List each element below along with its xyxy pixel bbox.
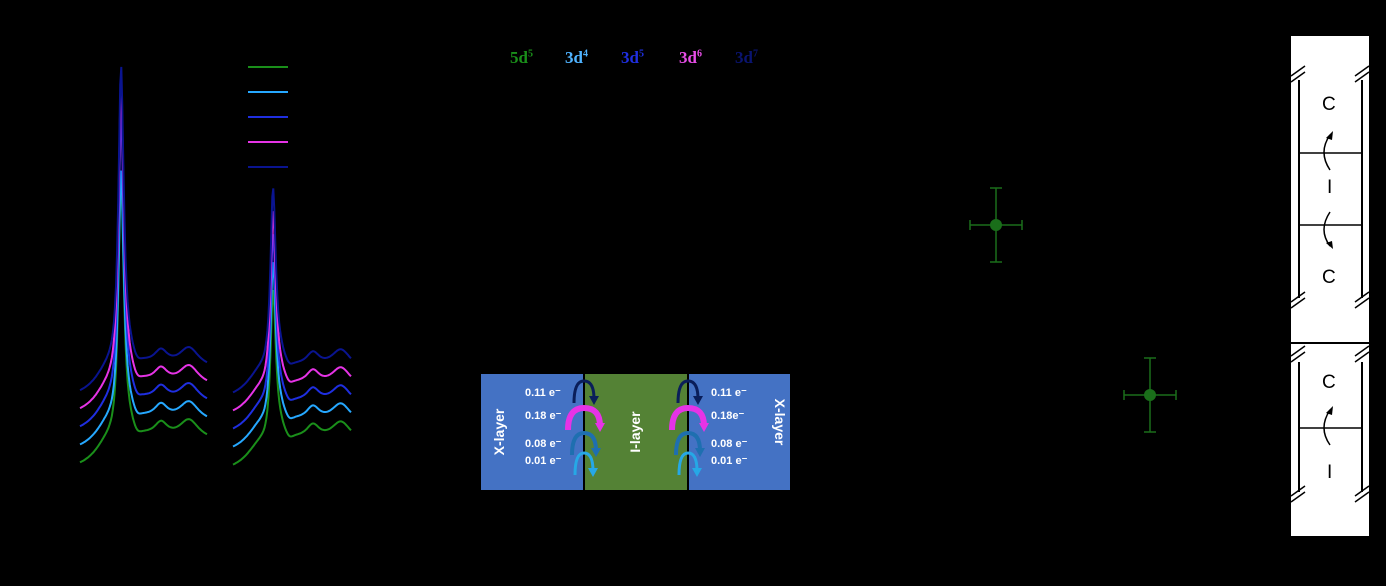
config-legend-item: 5d5 [510,48,533,67]
x-layer-left-box [481,374,584,490]
transfer-arrows [565,379,709,477]
stack-label-i: I [1327,177,1333,198]
transfer-arrow [572,379,596,404]
config-legend-item: 3d6 [679,48,702,67]
i-layer-label: I-layer [627,411,643,453]
spectrum-curve [232,289,352,466]
transfer-value-right: 0.08 e⁻ [711,438,748,450]
config-legend-item: 3d7 [735,48,758,67]
transfer-arrow-head [588,468,598,477]
x-layer-right-label: X-layer [772,399,788,446]
spectra-panel-b [232,188,352,466]
layer-diagram: X-layer I-layer X-layer 0.11 e⁻0.18 e⁻0.… [481,374,790,490]
scatter-plot [969,187,1177,433]
transfer-arrow-head [595,423,605,432]
transfer-arrow [669,404,707,431]
transfer-value-right: 0.18e⁻ [711,410,745,422]
transfer-values-right: 0.11 e⁻ 0.18e⁻ 0.08 e⁻ 0.01 e⁻ [711,387,748,467]
stacking-schematic [1290,36,1370,536]
transfer-value-left: 0.11 e⁻ [525,387,561,399]
transfer-arrow [570,430,598,456]
x-layer-left-label: X-layer [491,408,507,455]
transfer-arrow-head [692,468,702,477]
data-point [990,219,1002,231]
transfer-values-left: 0.11 e⁻ 0.18 e⁻ 0.08 e⁻ 0.01 e⁻ [525,387,562,467]
transfer-value-right: 0.01 e⁻ [711,455,748,467]
transfer-arrow-head [589,396,599,405]
transfer-arrow [565,404,603,431]
config-legend-item: 3d4 [565,48,588,67]
transfer-value-right: 0.11 e⁻ [711,387,747,399]
stack-label-i-lower: I [1327,462,1333,483]
break-marks [1290,65,1370,503]
stack-label-c-top: C [1322,94,1336,115]
transfer-value-left: 0.01 e⁻ [525,455,562,467]
spectra-legend [248,66,288,168]
transfer-arrow [677,451,699,476]
stack-label-c-bottom: C [1322,267,1336,288]
transfer-arrow-head [591,448,601,457]
transfer-value-left: 0.18 e⁻ [525,410,562,422]
data-point [1144,389,1156,401]
spectrum-curve [232,188,352,394]
spectrum-curve [232,262,352,448]
transfer-arrow-head [699,423,709,432]
config-legend-item: 3d5 [621,48,644,67]
spectrum-curve [79,84,208,410]
spectrum-curve [79,66,208,392]
transfer-value-left: 0.08 e⁻ [525,438,562,450]
spectrum-curve [232,211,352,412]
transfer-arrow [674,430,702,456]
stack-bottom-panel [1291,344,1369,536]
stack-label-c-lower: C [1322,372,1336,393]
transfer-arrow [676,379,700,404]
stack-top-panel [1291,36,1369,342]
transfer-arrow [573,451,595,476]
x-layer-right-box [688,374,790,490]
spectrum-curve [79,178,208,464]
spectrum-curve [79,112,208,428]
transfer-arrow-head [695,448,705,457]
i-layer-box [584,374,688,490]
spectrum-curve [232,234,352,430]
config-legend: 5d5 3d4 3d5 3d6 3d7 [510,44,790,74]
spectrum-curve [79,170,208,446]
transfer-arrow-head [693,396,703,405]
spectra-panel-a [79,66,208,464]
